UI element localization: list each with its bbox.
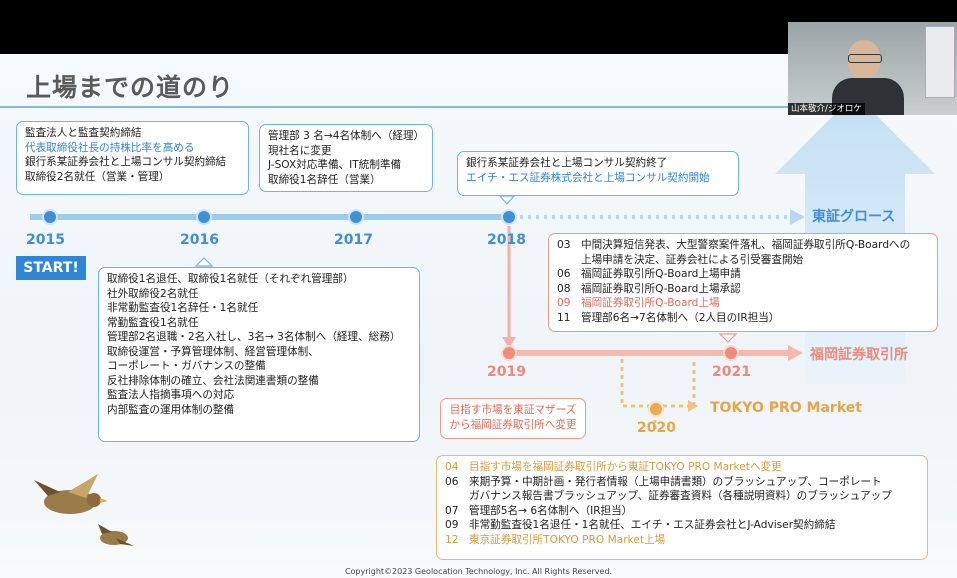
timeline-dot-2016 [196, 209, 212, 225]
milestone-line: 取締役1名辞任（営業） [268, 173, 381, 186]
glasses-icon [848, 54, 882, 63]
milestone-box-2015: 監査法人と監査契約締結 代表取締役社長の持株比率を高める 銀行系某証券会社と上場… [16, 121, 249, 195]
timeline-dot-2015 [42, 209, 58, 225]
timeline-arrowhead-red [788, 345, 803, 361]
milestone-line: 監査法人指摘事項への対応 [107, 389, 235, 401]
milestone-line: 銀行系某証券会社と上場コンサル契約締結 [25, 156, 227, 168]
year-label-2019: 2019 [487, 364, 526, 380]
timeline-dot-2020 [648, 401, 664, 417]
background-shelf [925, 26, 955, 98]
milestone-box-2016: 取締役1名退任、取締役1名就任（それぞれ管理部） 社外取締役2名就任 非常勤監査… [98, 267, 420, 442]
destination-tse-growth: 東証グロース [812, 209, 896, 225]
milestone-box-2019: 目指す市場を東証マザーズ から福岡証券取引所へ変更 [440, 398, 586, 439]
milestone-line: から福岡証券取引所へ変更 [449, 418, 577, 431]
presenter-name-label: 山本敬介/ジオロケ [788, 103, 865, 115]
milestone-text: 中間決算短信発表、大型警察案件落札、福岡証券取引所Q-Boardへの [581, 239, 911, 251]
milestone-text: 上場申請を決定、証券会社による引受審査開始 [581, 253, 804, 266]
month-number: 12 [445, 533, 459, 546]
milestone-text: 目指す市場を福岡証券取引所から東証TOKYO PRO Marketへ変更 [469, 461, 782, 473]
milestone-box-2018: 銀行系某証券会社と上場コンサル契約終了 エイチ・エス証券株式会社と上場コンサル契… [457, 151, 739, 196]
month-number: 09 [557, 297, 571, 309]
year-label-2018: 2018 [487, 232, 526, 248]
milestone-text: 非常勤監査役1名退任・1名就任、エイチ・エス証券会社とJ-Adviser契約締結 [469, 519, 836, 531]
month-number: 06 [445, 475, 459, 488]
milestone-line: 代表取締役社長の持株比率を高める [25, 141, 195, 154]
milestone-text: 福岡証券取引所Q-Board上場承認 [581, 282, 741, 295]
presenter-head [848, 40, 880, 78]
milestone-line: 06 来期予算・中期計画・発行者情報（上場申請書類）のブラッシュアップ、コーポレー… [445, 475, 919, 490]
year-label-2017: 2017 [334, 232, 373, 248]
orange-dotted-path [620, 359, 690, 408]
milestone-line: 監査法人と監査契約締結 [25, 127, 142, 139]
milestone-line: 上場申請を決定、証券会社による引受審査開始 [557, 253, 929, 268]
milestone-box-2020: 04 目指す市場を福岡証券取引所から東証TOKYO PRO Marketへ変更 0… [436, 455, 928, 560]
milestone-text: 福岡証券取引所Q-Board上場 [581, 297, 720, 309]
year-label-2020: 2020 [637, 420, 676, 436]
milestone-line: 目指す市場を東証マザーズ [449, 404, 577, 416]
start-badge: START! [16, 256, 86, 280]
milestone-line: 常勤監査役1名就任 [107, 316, 199, 329]
milestone-text: 来期予算・中期計画・発行者情報（上場申請書類）のブラッシュアップ、コーポレート [469, 475, 882, 488]
milestone-text: ガバナンス報告書ブラッシュアップ、証券審査資料（各種説明資料）のブラッシュアップ [469, 490, 892, 502]
milestone-box-2021: 03 中間決算短信発表、大型警察案件落札、福岡証券取引所Q-Boardへの 上場申… [548, 233, 938, 332]
milestone-line: 管理部2名退職・2名入社し、3名→ 3名体制へ（経理、総務） [107, 331, 401, 343]
month-number: 04 [445, 461, 459, 473]
timeline-dot-2018 [501, 209, 517, 225]
month-number: 03 [557, 239, 571, 251]
milestone-text: 福岡証券取引所Q-Board上場申請 [581, 268, 741, 280]
month-number: 08 [557, 282, 571, 295]
page-title: 上場までの道のり [26, 73, 235, 102]
timeline-dot-2021 [723, 345, 739, 361]
year-label-2016: 2016 [180, 232, 219, 248]
milestone-line: 03 中間決算短信発表、大型警察案件落札、福岡証券取引所Q-Boardへの [557, 238, 929, 253]
timeline-dot-2019 [501, 345, 517, 361]
month-number: 07 [445, 504, 459, 517]
milestone-line: 11 管理部6名→7名体制へ（2人目のIR担当） [557, 311, 929, 326]
milestone-line: J-SOX対応準備、IT統制準備 [268, 159, 402, 171]
presentation-slide: 上場までの道のり [0, 54, 957, 578]
milestone-text: 管理部5名→ 6名体制へ（IR担当） [469, 504, 633, 517]
milestone-line: 07 管理部5名→ 6名体制へ（IR担当） [445, 504, 919, 519]
milestone-line: 取締役1名退任、取締役1名就任（それぞれ管理部） [107, 273, 354, 285]
milestone-line: 取締役2名就任（営業・管理） [25, 170, 170, 183]
year-label-2021: 2021 [712, 364, 751, 380]
copyright-footer: Copyright©2023 Geolocation Technology, I… [344, 567, 613, 576]
webcam-overlay: 山本敬介/ジオロケ [788, 22, 957, 115]
milestone-line: エイチ・エス証券株式会社と上場コンサル契約開始 [466, 171, 710, 184]
destination-fukuoka: 福岡証券取引所 [810, 347, 908, 363]
milestone-line: 反社排除体制の確立、会社法関連書類の整備 [107, 374, 319, 387]
milestone-line: コーポレート・ガバナンスの整備 [107, 360, 266, 372]
milestone-line: ガバナンス報告書ブラッシュアップ、証券審査資料（各種説明資料）のブラッシュアップ [445, 489, 919, 504]
timeline-arrowhead-blue [790, 209, 805, 225]
milestone-box-2017: 管理部 3 名→4名体制へ（経理） 現社名に変更 J-SOX対応準備、IT統制準… [259, 124, 433, 192]
milestone-line: 内部監査の運用体制の整備 [107, 403, 235, 416]
milestone-line: 12 東京証券取引所TOKYO PRO Market上場 [445, 533, 919, 548]
milestone-line: 09 非常勤監査役1名退任・1名就任、エイチ・エス証券会社とJ-Adviser契約… [445, 518, 919, 533]
milestone-text: 管理部6名→7名体制へ（2人目のIR担当） [581, 311, 780, 324]
small-bird-illustration [98, 524, 134, 546]
milestone-line: 非常勤監査役1名辞任・1名就任 [107, 302, 259, 314]
destination-tokyo-pro-market: TOKYO PRO Market [710, 400, 862, 416]
milestone-line: 管理部 3 名→4名体制へ（経理） [268, 130, 425, 142]
milestone-line: 銀行系某証券会社と上場コンサル契約終了 [466, 157, 668, 169]
milestone-line: 社外取締役2名就任 [107, 287, 199, 300]
milestone-text: 東京証券取引所TOKYO PRO Market上場 [469, 533, 666, 546]
red-down-arrow [502, 337, 516, 348]
milestone-line: 現社名に変更 [268, 144, 332, 157]
month-number: 06 [557, 268, 571, 280]
year-label-2015: 2015 [26, 232, 65, 248]
milestone-line: 取締役運営・予算管理体制、経営管理体制、 [107, 345, 319, 358]
milestone-line: 04 目指す市場を福岡証券取引所から東証TOKYO PRO Marketへ変更 [445, 460, 919, 475]
title-divider [0, 106, 957, 108]
timeline-dot-2017 [348, 209, 364, 225]
milestone-line: 06 福岡証券取引所Q-Board上場申請 [557, 267, 929, 282]
bird-illustration [34, 474, 108, 514]
milestone-line: 09 福岡証券取引所Q-Board上場 [557, 296, 929, 311]
month-number: 11 [557, 311, 571, 324]
month-number: 09 [445, 519, 459, 531]
milestone-line: 08 福岡証券取引所Q-Board上場承認 [557, 282, 929, 297]
